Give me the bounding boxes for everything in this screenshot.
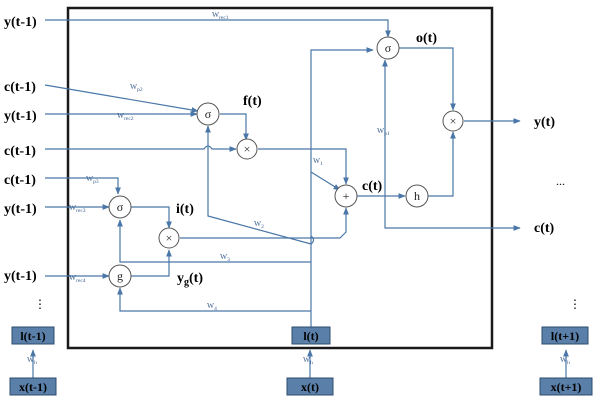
label-f-t: f(t) bbox=[243, 94, 262, 109]
input-multiply-node: × bbox=[158, 227, 180, 249]
svg-text:x(t): x(t) bbox=[301, 380, 319, 394]
weight-w1: W1 bbox=[313, 156, 323, 167]
input-label-y-t-1-f: y(t-1) bbox=[4, 269, 37, 284]
input-label-y-t-1-e: y(t-1) bbox=[4, 202, 37, 217]
cell-sum-node: + bbox=[334, 184, 358, 208]
right-vdots: ⋮ bbox=[569, 297, 581, 311]
weight-w2: W2 bbox=[254, 219, 264, 230]
weight-wp3: Wp3 bbox=[86, 174, 99, 185]
svg-text:l(t-1): l(t-1) bbox=[20, 329, 45, 343]
input-label-y-t-1-b: y(t-1) bbox=[4, 109, 37, 124]
weight-wrec1: Wrec1 bbox=[212, 10, 229, 21]
weight-wrec4: Wrec4 bbox=[69, 273, 86, 284]
box-l-t-minus-1: l(t-1) bbox=[11, 326, 55, 345]
label-i-t: i(t) bbox=[176, 202, 194, 217]
weight-wh-center: Wh bbox=[303, 355, 313, 366]
right-ellipsis: ... bbox=[556, 174, 565, 188]
svg-text:σ: σ bbox=[205, 107, 212, 121]
svg-text:σ: σ bbox=[117, 200, 124, 214]
output-multiply-node: × bbox=[442, 110, 464, 132]
weight-wrec3: Wrec3 bbox=[69, 203, 86, 214]
svg-text:h: h bbox=[414, 189, 420, 203]
box-x-t: x(t) bbox=[286, 377, 334, 396]
svg-text:+: + bbox=[343, 189, 350, 203]
g-activation-node: g bbox=[108, 264, 132, 288]
forget-multiply-node: × bbox=[236, 138, 258, 160]
output-gate-sigma: σ bbox=[376, 36, 400, 60]
output-label-y-t: y(t) bbox=[534, 115, 555, 130]
weight-w3: W3 bbox=[220, 252, 230, 263]
svg-text:×: × bbox=[166, 231, 173, 245]
weight-wrec2: Wrec2 bbox=[117, 111, 134, 122]
input-label-c-t-1-d: c(t-1) bbox=[4, 173, 36, 188]
weight-w4: W4 bbox=[207, 301, 217, 312]
input-label-c-t-1-a: c(t-1) bbox=[4, 80, 36, 95]
label-yg-t: yg(t) bbox=[177, 271, 203, 288]
forget-gate-sigma: σ bbox=[196, 102, 220, 126]
weight-wh-left: Wh bbox=[27, 355, 37, 366]
svg-text:l(t): l(t) bbox=[303, 329, 318, 343]
label-c-t-internal: c(t) bbox=[362, 179, 383, 194]
svg-text:l(t+1): l(t+1) bbox=[551, 329, 579, 343]
svg-text:×: × bbox=[244, 142, 251, 156]
weight-wh-right: Wh bbox=[560, 355, 570, 366]
lstm-block-frame bbox=[66, 6, 494, 350]
box-x-t-plus-1: x(t+1) bbox=[539, 377, 593, 396]
box-l-t: l(t) bbox=[291, 326, 331, 345]
output-label-c-t: c(t) bbox=[534, 221, 555, 236]
box-x-t-minus-1: x(t-1) bbox=[9, 377, 57, 396]
svg-text:x(t+1): x(t+1) bbox=[551, 380, 582, 394]
watermark: 知乎 @阿黎一只喵 bbox=[424, 373, 540, 390]
svg-text:×: × bbox=[450, 114, 457, 128]
input-gate-sigma: σ bbox=[108, 195, 132, 219]
weight-wp2: Wp2 bbox=[130, 82, 143, 93]
h-activation-node: h bbox=[405, 184, 429, 208]
svg-text:x(t-1): x(t-1) bbox=[19, 380, 47, 394]
input-label-y-t-1-top: y(t-1) bbox=[4, 15, 37, 30]
svg-text:g: g bbox=[117, 269, 123, 283]
box-l-t-plus-1: l(t+1) bbox=[541, 326, 589, 345]
weight-wp1: Wp1 bbox=[377, 126, 390, 137]
label-o-t: o(t) bbox=[416, 31, 437, 46]
svg-text:σ: σ bbox=[385, 41, 392, 55]
left-vdots: ⋮ bbox=[34, 297, 46, 311]
input-label-c-t-1-c: c(t-1) bbox=[4, 144, 36, 159]
